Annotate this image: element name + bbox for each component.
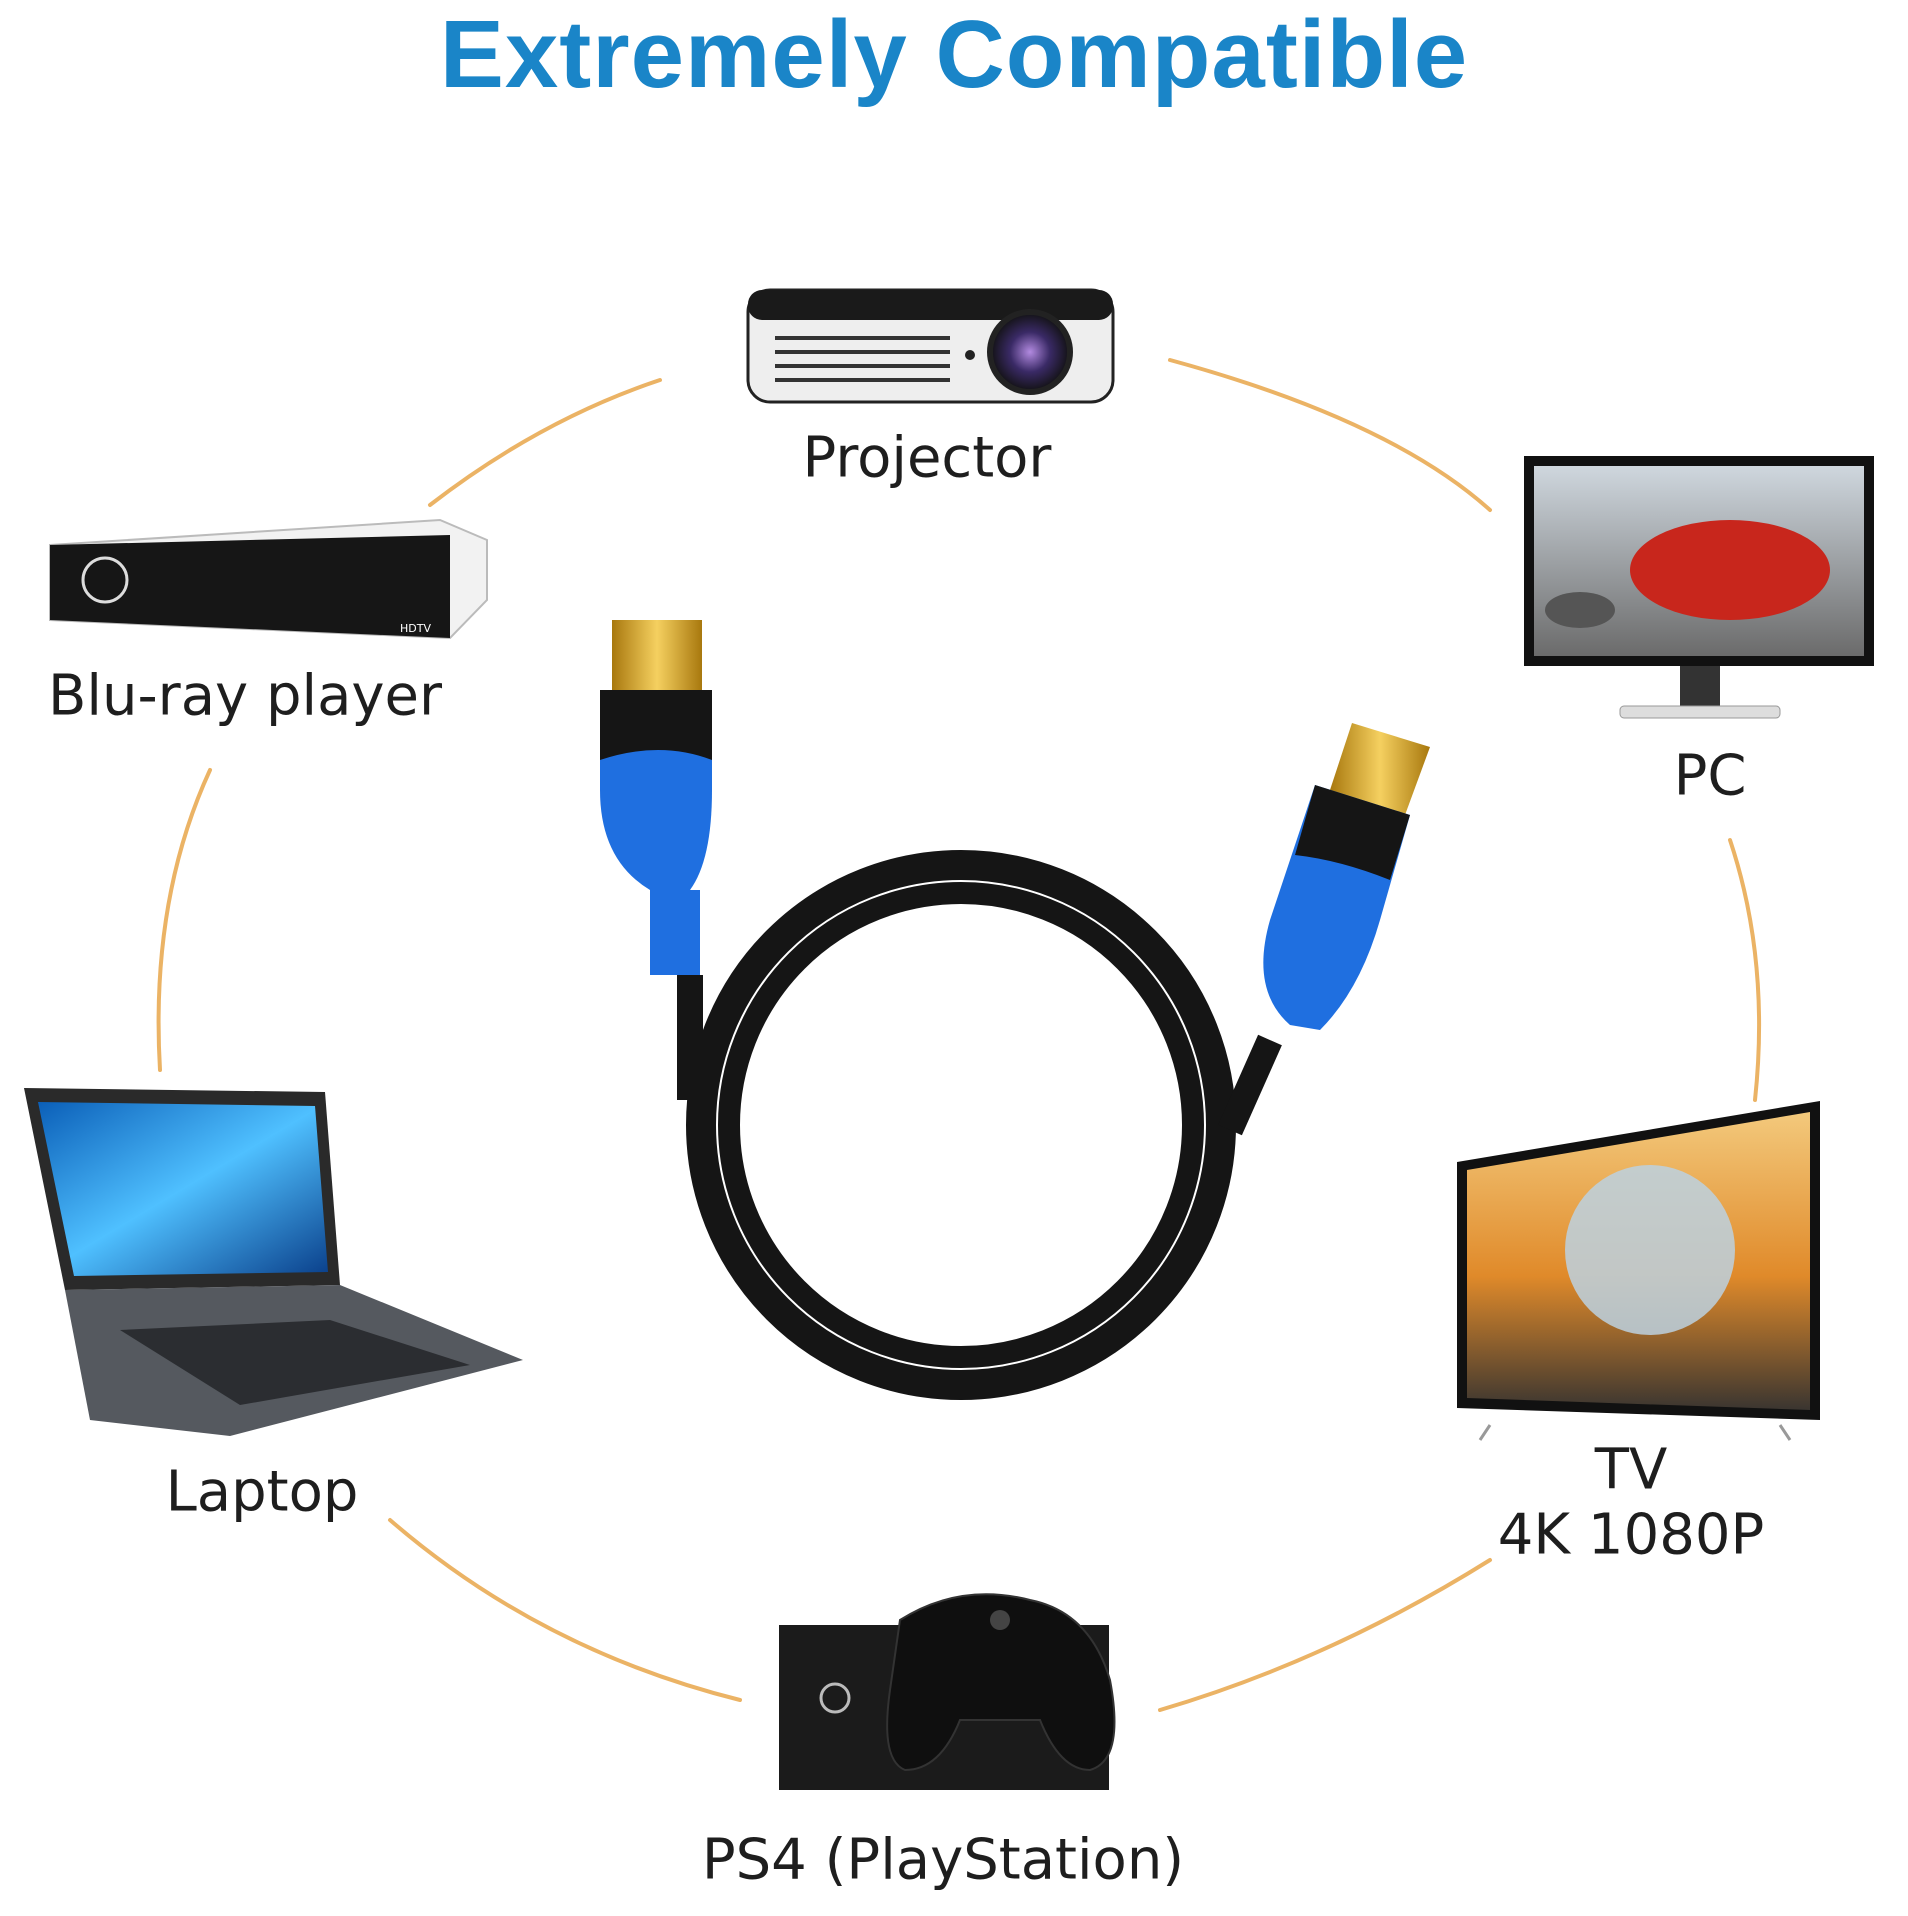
laptop-label: Laptop — [165, 1459, 359, 1525]
arc-projector-pc — [1168, 358, 1492, 512]
game-console-image — [779, 1593, 1116, 1790]
arc-tv-console — [1158, 1558, 1492, 1712]
arc-bluray-laptop — [156, 768, 212, 1072]
arc-projector-bluray — [428, 378, 662, 507]
laptop-image — [24, 1088, 523, 1436]
arc-laptop-console — [388, 1518, 742, 1702]
pc-monitor-image — [1524, 456, 1874, 719]
page-title: Extremely Compatible — [439, 1, 1469, 108]
pc-label: PC — [1673, 743, 1747, 809]
arc-pc-tv — [1728, 838, 1762, 1102]
projector-image — [746, 288, 1115, 404]
tv-image — [1457, 1101, 1820, 1441]
tv-label: TV — [1594, 1437, 1668, 1503]
console-label: PS4 (PlayStation) — [701, 1827, 1185, 1893]
projector-label: Projector — [802, 425, 1052, 491]
hdmi-cable-image — [600, 620, 1430, 1400]
bluray-label: Blu-ray player — [48, 663, 442, 729]
tv-resolution-label: 4K 1080P — [1497, 1502, 1765, 1568]
bluray-player-image: HDTV — [49, 518, 488, 640]
svg-text:HDTV: HDTV — [400, 622, 431, 635]
connection-arcs — [156, 358, 1762, 1712]
